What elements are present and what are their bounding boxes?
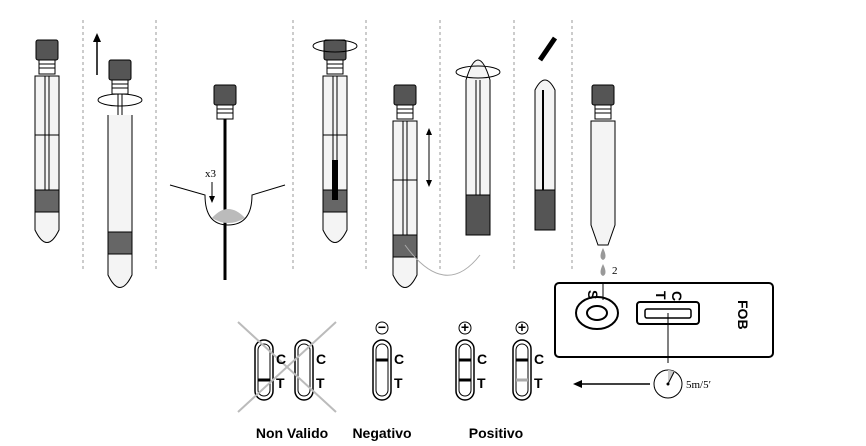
result-positive-2 <box>512 339 532 401</box>
cassette-t-label: T <box>653 291 669 300</box>
positive-label: Positivo <box>469 425 523 441</box>
cassette-name: FOB <box>735 300 751 330</box>
result-invalid-2 <box>294 339 314 401</box>
positive1-c-label: C <box>477 351 487 367</box>
mix-count-label: x3 <box>205 168 217 180</box>
positive2-t-label: T <box>534 375 543 391</box>
svg-text:+: + <box>461 319 469 335</box>
cassette-c-label: C <box>669 291 685 301</box>
step7-break-tip <box>534 36 558 231</box>
invalid1-t-label: T <box>276 375 285 391</box>
step4-insert <box>312 39 358 243</box>
step1-tube <box>34 39 60 243</box>
negative-sign-icon: − <box>375 319 389 335</box>
positive-sign-icon: + <box>458 319 472 335</box>
step3-sample: x3 <box>169 84 286 280</box>
timer-icon <box>653 369 683 399</box>
invalid1-c-label: C <box>276 351 286 367</box>
flip-arrow <box>404 244 481 276</box>
negative-label: Negativo <box>352 425 411 441</box>
result-positive-1 <box>455 339 475 401</box>
positive1-t-label: T <box>477 375 486 391</box>
sample-well-label: S <box>585 290 601 299</box>
step5-shake <box>392 84 432 288</box>
svg-text:+: + <box>518 319 526 335</box>
step2-open-tube <box>93 33 143 288</box>
timer-label: 5m/5′ <box>686 379 711 391</box>
negative-t-label: T <box>394 375 403 391</box>
negative-c-label: C <box>394 351 404 367</box>
positive2-c-label: C <box>534 351 544 367</box>
test-cassette: S T C FOB <box>554 282 774 358</box>
drops-label: 2 <box>612 265 618 277</box>
result-invalid-1 <box>254 339 274 401</box>
invalid2-c-label: C <box>316 351 326 367</box>
result-negative <box>372 339 392 401</box>
invalid2-t-label: T <box>316 375 325 391</box>
step6-tube-flipped <box>455 59 501 236</box>
invalid-label: Non Valido <box>256 425 328 441</box>
svg-text:−: − <box>378 319 386 335</box>
step8-dispense <box>590 84 616 246</box>
positive-sign-icon: + <box>515 319 529 335</box>
invalid-cross <box>237 321 337 413</box>
